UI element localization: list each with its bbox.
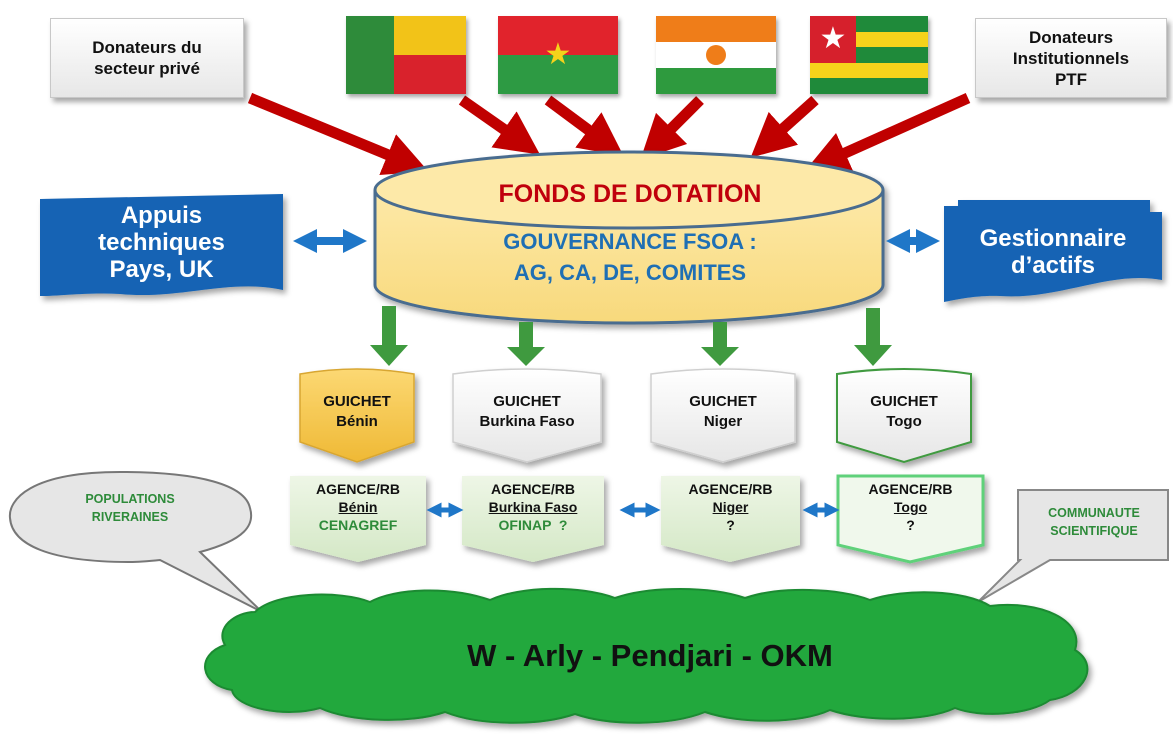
technical-support-line2: techniques	[98, 228, 225, 256]
agence-burkina-label: AGENCE/RB	[490, 481, 575, 497]
guichet-benin-label: GUICHET	[323, 393, 391, 410]
agence-benin-org: CENAGREF	[318, 517, 398, 533]
landscape-label: W - Arly - Pendjari - OKM	[467, 638, 833, 673]
benin-flag	[346, 16, 466, 94]
agence-niger-shape	[661, 476, 800, 562]
guichet-benin-shape	[299, 368, 415, 463]
populations-line2: RIVERAINES	[91, 510, 169, 524]
agence-togo-country: Togo	[893, 499, 928, 515]
governance-text: GOUVERNANCE FSOA : AG, CA, DE, COMITES	[420, 226, 840, 288]
scientific-line1: COMMUNAUTE	[1048, 506, 1140, 520]
agence-benin-shape	[290, 476, 426, 562]
agence-burkina-faso: AGENCE/RB Burkina Faso OFINAP ?	[462, 476, 604, 534]
private-donors-line2: secteur privé	[94, 59, 200, 78]
asset-manager-line2: d’actifs	[1010, 252, 1096, 279]
fund-title: FONDS DE DOTATION	[498, 180, 762, 208]
scientific-line2: SCIENTIFIQUE	[1050, 524, 1138, 538]
agence-benin-country: Bénin	[338, 499, 378, 515]
private-donors-box: Donateurs du secteur privé	[50, 18, 244, 98]
guichet-niger-label: GUICHET	[689, 393, 757, 410]
governance-line1: GOUVERNANCE FSOA :	[503, 229, 757, 254]
institutional-donors-line2: Institutionnels	[1012, 48, 1130, 68]
guichet-burkina-shape	[452, 368, 602, 463]
guichet-niger: GUICHET Niger	[651, 384, 795, 440]
guichet-togo-label: GUICHET	[870, 393, 938, 410]
institutional-donors-line1: Donateurs	[1028, 27, 1114, 47]
green-arrows	[370, 306, 892, 366]
guichet-niger-shape	[650, 368, 796, 463]
donor-arrows	[247, 92, 971, 175]
populations-callout: POPULATIONS RIVERAINES	[30, 490, 230, 526]
agence-niger-country: Niger	[712, 499, 749, 515]
institutional-donors-box: Donateurs Institutionnels PTF	[975, 18, 1167, 98]
green-arrow-niger	[701, 322, 739, 366]
niger-flag	[656, 16, 776, 94]
technical-support-line1: Appuis	[120, 201, 203, 229]
arrow-institutional-donors	[804, 92, 971, 174]
guichet-burkina-country: Burkina Faso	[479, 413, 575, 430]
fund-cylinder	[373, 150, 885, 325]
green-arrow-burkina	[507, 322, 545, 366]
private-donors-line1: Donateurs du	[92, 38, 202, 57]
agence-niger-label: AGENCE/RB	[688, 481, 773, 497]
guichet-togo: GUICHET Togo	[837, 384, 971, 440]
agence-niger: AGENCE/RB Niger ?	[661, 476, 800, 534]
togo-flag: ★	[810, 16, 928, 94]
agence-benin-label: AGENCE/RB	[315, 481, 400, 497]
burkina-faso-flag: ★	[498, 16, 618, 94]
green-arrow-benin	[370, 306, 408, 366]
agence-togo-shape	[836, 474, 985, 564]
guichet-togo-country: Togo	[886, 413, 922, 430]
agence-togo-org: ?	[906, 517, 915, 533]
agence-niger-org: ?	[726, 517, 735, 533]
arrow-benin	[458, 95, 541, 155]
guichet-togo-shape	[836, 368, 972, 464]
agence-togo: AGENCE/RB Togo ?	[838, 476, 983, 534]
agence-burkina-org: OFINAP ?	[498, 517, 568, 533]
guichet-benin-country: Bénin	[336, 413, 378, 430]
agence-burkina-country: Burkina Faso	[488, 499, 578, 515]
guichet-burkina-label: GUICHET	[493, 393, 561, 410]
agence-togo-label: AGENCE/RB	[868, 481, 953, 497]
arrow-togo	[750, 95, 819, 158]
guichet-niger-country: Niger	[703, 413, 743, 430]
governance-line2: AG, CA, DE, COMITES	[513, 260, 747, 285]
guichet-burkina-faso: GUICHET Burkina Faso	[453, 384, 601, 440]
technical-support-label: Appuis techniques Pays, UK	[40, 196, 283, 288]
agence-benin: AGENCE/RB Bénin CENAGREF	[290, 476, 426, 534]
technical-support-line3: Pays, UK	[109, 255, 214, 283]
institutional-donors-line3: PTF	[1054, 69, 1088, 89]
agence-burkina-shape	[462, 476, 604, 562]
guichet-benin: GUICHET Bénin	[300, 384, 414, 440]
arrow-burkina	[544, 95, 624, 157]
asset-manager-line1: Gestionnaire	[979, 225, 1127, 252]
asset-manager-box	[944, 200, 1162, 302]
green-arrow-togo	[854, 308, 892, 366]
arrow-niger	[640, 96, 704, 160]
technical-support-box	[40, 194, 283, 296]
populations-callout-shape	[8, 470, 263, 613]
scientific-callout-shape	[977, 489, 1169, 603]
asset-manager-label: Gestionnaire d’actifs	[944, 212, 1162, 292]
arrow-private-donors	[247, 92, 429, 175]
landscape-cloud	[204, 587, 1089, 724]
scientific-callout: COMMUNAUTE SCIENTIFIQUE	[1020, 504, 1168, 540]
populations-line1: POPULATIONS	[85, 492, 175, 506]
